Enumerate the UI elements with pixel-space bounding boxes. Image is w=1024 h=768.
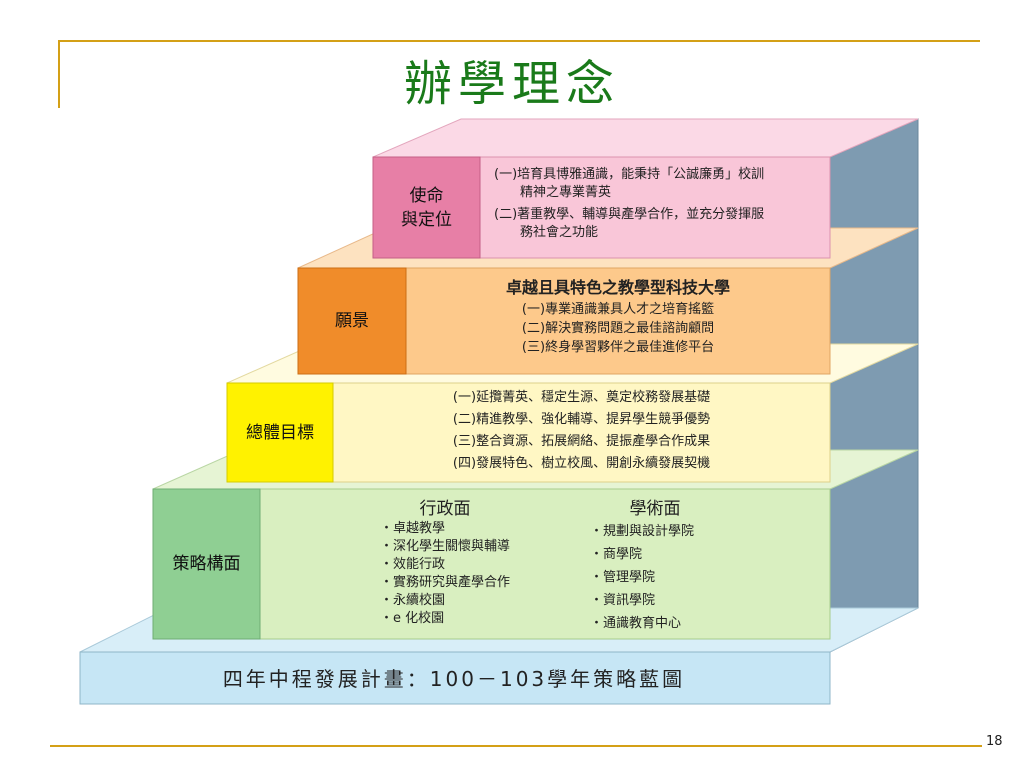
base-front <box>79 651 831 705</box>
vision-label-box <box>297 267 407 375</box>
admin-item-4: ・實務研究與產學合作 <box>380 575 511 590</box>
side-wall <box>829 118 919 653</box>
academic-item-3: ・管理學院 <box>590 570 656 585</box>
academic-item-4: ・資訊學院 <box>590 593 656 608</box>
academic-heading: 學術面 <box>629 499 681 519</box>
mission-item-1-line1: (一)培育具博雅通識，能秉持「公誠廉勇」校訓 <box>494 167 765 182</box>
goals-label-text: 總體目標 <box>246 422 314 443</box>
page-title: 辦學理念 <box>403 56 620 112</box>
goals-item-4: (四)發展特色、樹立校風、開創永續發展契機 <box>452 456 711 471</box>
goals-item-2: (二)精進教學、強化輔導、提昇學生競爭優勢 <box>452 412 711 427</box>
mission-item-2-line2: 務社會之功能 <box>520 225 599 240</box>
strategy-front <box>152 488 831 640</box>
goals-label: 總體目標 <box>227 383 333 482</box>
mission-top <box>372 118 919 158</box>
admin-item-1: ・卓越教學 <box>380 521 446 536</box>
mission-items: (一)培育具博雅通識，能秉持「公誠廉勇」校訓 精神之專業菁英 (二)著重教學、輔… <box>494 166 824 242</box>
academic-item-2: ・商學院 <box>590 547 643 562</box>
bottom-rule <box>50 745 982 747</box>
mission-label-line2: 與定位 <box>401 209 452 230</box>
vision-label-text: 願景 <box>335 311 369 331</box>
vision-item-1: (一)專業通識兼具人才之培育搖籃 <box>521 302 715 317</box>
vision-heading: 卓越且具特色之教學型科技大學 <box>505 278 730 297</box>
page-number: 18 <box>986 734 1003 749</box>
vision-item-2: (二)解決實務問題之最佳諮詢顧問 <box>521 321 715 336</box>
goals-item-3: (三)整合資源、拓展網絡、提振產學合作成果 <box>452 434 711 449</box>
mission-item-1-line2: 精神之專業菁英 <box>520 185 612 200</box>
mission-label-line1: 使命 <box>409 185 444 206</box>
academic-list: ・規劃與設計學院 ・商學院 ・管理學院 ・資訊學院 ・通識教育中心 <box>590 520 790 635</box>
admin-item-3: ・效能行政 <box>380 557 446 572</box>
vision-label: 願景 <box>298 268 406 374</box>
admin-item-6: ・e 化校園 <box>380 611 445 626</box>
mission-item-2-line1: (二)著重教學、輔導與產學合作，並充分發揮服 <box>494 207 765 222</box>
vision-item-3: (三)終身學習夥伴之最佳進修平台 <box>521 340 715 355</box>
top-rule <box>58 40 980 42</box>
strategy-label: 策略構面 <box>153 489 260 639</box>
left-rule <box>58 40 60 108</box>
mission-label-box <box>372 156 481 259</box>
goals-content: (一)延攬菁英、穩定生源、奠定校務發展基礎 (二)精進教學、強化輔導、提昇學生競… <box>333 387 830 475</box>
academic-item-5: ・通識教育中心 <box>590 616 682 631</box>
mission-item-2: (二)著重教學、輔導與產學合作，並充分發揮服 務社會之功能 <box>494 206 824 242</box>
mission-item-1: (一)培育具博雅通識，能秉持「公誠廉勇」校訓 精神之專業菁英 <box>494 166 824 202</box>
mission-label: 使命 與定位 <box>373 157 480 258</box>
admin-item-5: ・永續校園 <box>380 593 446 608</box>
admin-item-2: ・深化學生關懷與輔導 <box>380 539 511 554</box>
strategy-label-text: 策略構面 <box>172 554 241 574</box>
goals-item-1: (一)延攬菁英、穩定生源、奠定校務發展基礎 <box>452 390 711 405</box>
goals-label-box <box>226 382 334 483</box>
base-label: 四年中程發展計畫：100－103學年策略藍圖 <box>222 666 686 691</box>
admin-heading: 行政面 <box>419 499 471 519</box>
vision-content: 卓越且具特色之教學型科技大學 (一)專業通識兼具人才之培育搖籃 (二)解決實務問… <box>406 276 830 357</box>
academic-item-1: ・規劃與設計學院 <box>590 524 695 539</box>
strategy-label-box <box>152 488 261 640</box>
admin-list: ・卓越教學 ・深化學生關懷與輔導 ・效能行政 ・實務研究與產學合作 ・永續校園 … <box>380 520 580 628</box>
